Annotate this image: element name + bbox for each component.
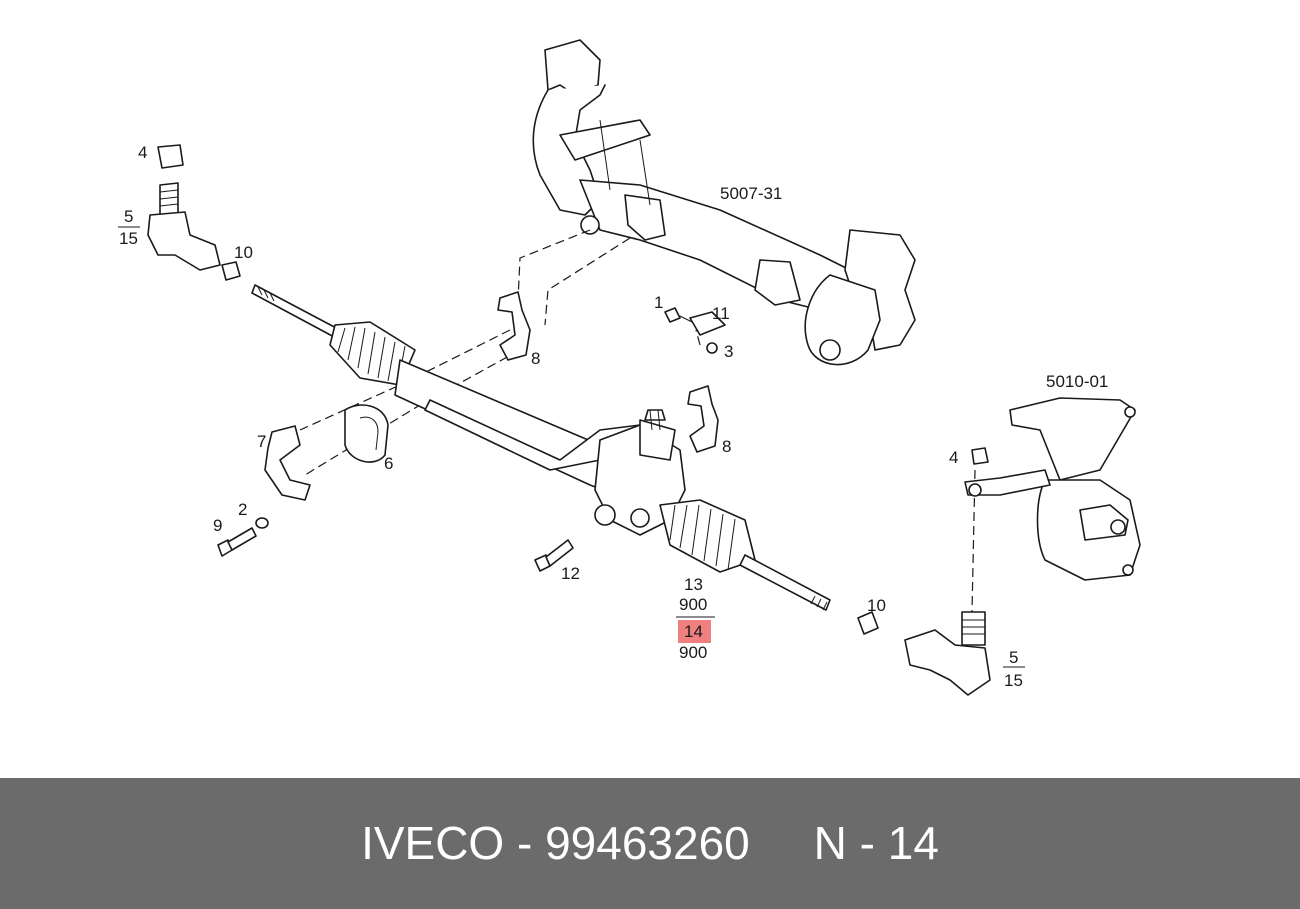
callout-14: 14 bbox=[684, 622, 703, 641]
callout-8-mid: 8 bbox=[722, 437, 731, 456]
callout-7: 7 bbox=[257, 432, 266, 451]
footer-bar: IVECO - 99463260 N - 14 bbox=[0, 778, 1300, 909]
callout-2: 2 bbox=[238, 500, 247, 519]
small-parts-drawing bbox=[217, 291, 726, 572]
tie-rod-end-left-drawing bbox=[147, 144, 241, 281]
callout-15-bottom: 15 bbox=[1004, 671, 1023, 690]
callout-6: 6 bbox=[384, 454, 393, 473]
steering-rack-exploded-view: 4 5 15 10 5007-31 1 11 3 8 7 6 8 2 9 12 … bbox=[118, 39, 1141, 696]
callout-900-b: 900 bbox=[679, 643, 707, 662]
callout-10-bottom: 10 bbox=[867, 596, 886, 615]
callout-12: 12 bbox=[561, 564, 580, 583]
part-number-caption: IVECO - 99463260 N - 14 bbox=[361, 817, 939, 869]
callout-4-top: 4 bbox=[138, 143, 147, 162]
callout-5007-31: 5007-31 bbox=[720, 184, 782, 203]
callout-13: 13 bbox=[684, 575, 703, 594]
highlight-box bbox=[678, 620, 711, 643]
callout-3: 3 bbox=[724, 342, 733, 361]
callout-15-top: 15 bbox=[119, 229, 138, 248]
callout-900-a: 900 bbox=[679, 595, 707, 614]
callout-10-top: 10 bbox=[234, 243, 253, 262]
callout-5-top: 5 bbox=[124, 207, 133, 226]
callout-11: 11 bbox=[712, 304, 730, 323]
callout-5-bottom: 5 bbox=[1009, 648, 1018, 667]
callout-labels: 4 5 15 10 5007-31 1 11 3 8 7 6 8 2 9 12 … bbox=[119, 143, 1108, 690]
callout-9: 9 bbox=[213, 516, 222, 535]
tie-rod-end-right-drawing bbox=[857, 611, 991, 696]
callout-5010-01: 5010-01 bbox=[1046, 372, 1108, 391]
callout-8-top: 8 bbox=[531, 349, 540, 368]
steering-knuckle-drawing bbox=[964, 397, 1141, 581]
parts-diagram: 4 5 15 10 5007-31 1 11 3 8 7 6 8 2 9 12 … bbox=[118, 39, 1141, 696]
cross-member-drawing bbox=[532, 39, 916, 366]
steering-rack-drawing bbox=[251, 284, 831, 611]
callout-4-right: 4 bbox=[949, 448, 958, 467]
callout-1: 1 bbox=[654, 293, 663, 312]
